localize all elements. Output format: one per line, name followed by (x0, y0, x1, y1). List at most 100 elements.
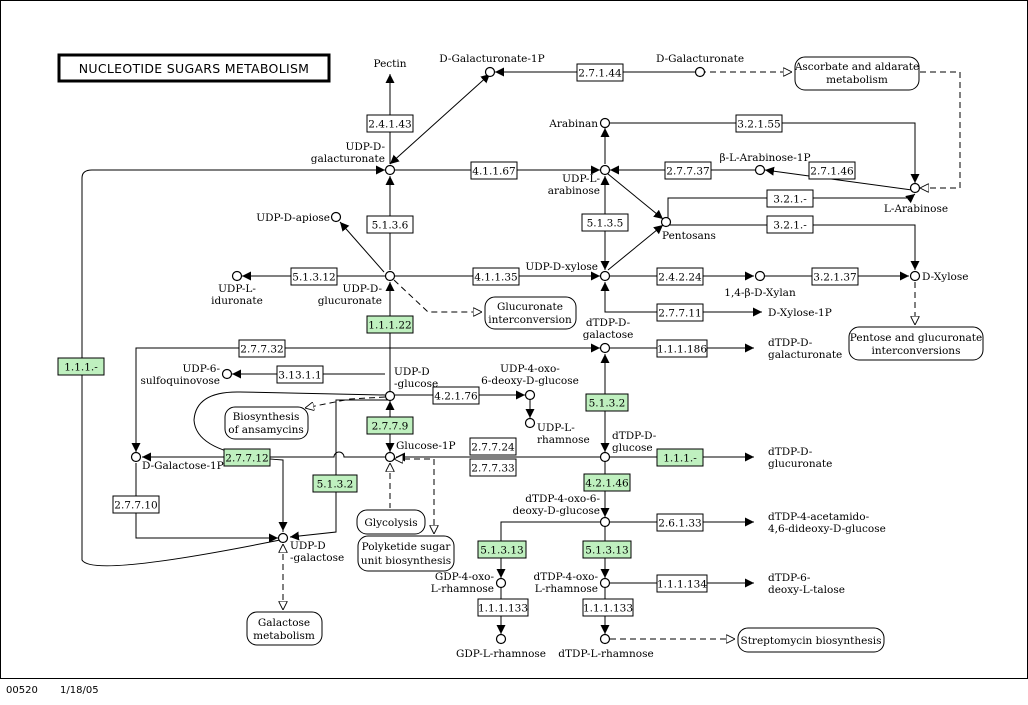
compound-dtdp-d-galactose[interactable] (599, 342, 611, 354)
label-udp-d-xylose: UDP-D-xylose (525, 261, 598, 273)
enzyme-1-1-1-134[interactable] (656, 574, 708, 593)
enzyme-2-7-7-37[interactable] (664, 161, 712, 180)
enzyme-3-2-1-37-label: 3.2.1.37 (813, 272, 856, 284)
enzyme-1-1-1-133-a-label: 1.1.1.133 (478, 603, 528, 615)
enzyme-3-2-1-a[interactable] (766, 189, 814, 208)
map-glucuronate-interconversion[interactable] (484, 296, 577, 330)
compound-d-galacturonate-1p[interactable] (484, 66, 496, 78)
enzyme-2-7-7-11[interactable] (656, 303, 704, 322)
compound-udp-d-galactose[interactable] (277, 532, 289, 544)
enzyme-5-1-3-2-top[interactable] (585, 393, 629, 412)
compound-gdp-4-oxo-l-rhamnose[interactable] (495, 577, 507, 589)
link-glc1p-polyketide (394, 459, 434, 534)
label-gdp-4-oxo-1: GDP-4-oxo- (435, 571, 495, 583)
enzyme-3-13-1-1[interactable] (276, 365, 324, 384)
enzyme-1-1-1-22[interactable] (366, 315, 414, 334)
enzyme-2-4-1-43[interactable] (366, 114, 414, 133)
compound-dtdp-d-glucose[interactable] (599, 451, 611, 463)
label-udp-l-arabinose-2: arabinose (548, 185, 600, 197)
map-galactose-label-1: Galactose (258, 617, 310, 629)
compound-gdp-l-rhamnose[interactable] (495, 633, 507, 645)
compound-pentosans[interactable] (660, 216, 672, 228)
map-glycolysis-label: Glycolysis (364, 517, 417, 529)
enzyme-1-1-1-186[interactable] (656, 339, 708, 358)
map-streptomycin[interactable] (737, 627, 885, 653)
enzyme-2-7-7-12[interactable] (223, 448, 271, 467)
compound-dtdp-l-rhamnose[interactable] (599, 633, 611, 645)
compound-glucose-1p[interactable] (384, 451, 396, 463)
map-ansamycins[interactable] (224, 406, 309, 440)
enzyme-5-1-3-13-a-label: 5.1.3.13 (480, 545, 523, 557)
compound-l-arabinose[interactable] (909, 182, 921, 194)
enzyme-2-7-1-44-label: 2.7.1.44 (578, 68, 622, 80)
enzyme-3-2-1-b[interactable] (766, 215, 814, 234)
label-udp-l-iduronate-1: UDP-L- (218, 283, 256, 295)
map-glycolysis[interactable] (356, 509, 426, 535)
compound-udp-d-glucose[interactable] (384, 390, 396, 402)
enzyme-5-1-3-5[interactable] (581, 213, 629, 232)
reaction-galactose1p-dtdpgal (131, 343, 600, 452)
enzyme-4-2-1-46[interactable] (583, 473, 631, 492)
enzyme-5-1-3-2-bot[interactable] (312, 474, 358, 493)
compound-udp-6-sulfoquinovose[interactable] (221, 368, 233, 380)
enzyme-4-1-1-67[interactable] (470, 161, 518, 180)
compound-arabinan[interactable] (599, 117, 611, 129)
map-pentose-glucuronate[interactable] (848, 326, 984, 361)
map-galactose-metabolism[interactable] (246, 611, 323, 646)
compound-udp-l-rhamnose[interactable] (524, 417, 536, 429)
label-glucose-1p: Glucose-1P (396, 440, 456, 452)
label-udp-d-glucuronate-2: glucuronate (318, 295, 382, 307)
enzyme-5-1-3-13-b[interactable] (582, 540, 632, 559)
enzyme-1-1-1-133-b[interactable] (582, 598, 634, 617)
label-udp-d-glucuronate-1: UDP-D- (343, 283, 383, 295)
compound-udp-d-galacturonate[interactable] (384, 164, 396, 176)
enzyme-5-1-3-12[interactable] (290, 267, 338, 286)
map-glucuronate-label-1: Glucuronate (497, 301, 563, 313)
compound-udp-l-arabinose[interactable] (599, 164, 611, 176)
compound-d-galactose-1p[interactable] (130, 451, 142, 463)
enzyme-5-1-3-6[interactable] (366, 215, 414, 234)
enzyme-1-1-1-dtdp[interactable] (656, 448, 704, 467)
enzyme-3-2-1-37[interactable] (811, 267, 859, 286)
map-pentose-label-1: Pentose and glucuronate (850, 332, 982, 344)
compound-b-l-arabinose-1p[interactable] (754, 164, 766, 176)
enzyme-2-7-7-32[interactable] (238, 339, 286, 358)
enzyme-2-7-1-46[interactable] (808, 161, 856, 180)
enzyme-1-1-1-133-a[interactable] (477, 598, 529, 617)
compound-udp-d-apiose[interactable] (330, 211, 342, 223)
label-udp-4-oxo-2: 6-deoxy-D-glucose (481, 375, 579, 387)
compound-udp-4-oxo-6-deoxy-glucose[interactable] (524, 389, 536, 401)
map-polyketide[interactable] (357, 535, 455, 572)
enzyme-2-7-7-11-label: 2.7.7.11 (658, 308, 701, 320)
enzyme-2-7-7-10[interactable] (112, 495, 160, 514)
enzyme-2-6-1-33[interactable] (656, 513, 704, 532)
compound-xylan[interactable] (754, 270, 766, 282)
compound-d-xylose[interactable] (909, 270, 921, 282)
enzyme-1-1-1-134-label: 1.1.1.134 (657, 579, 707, 591)
enzyme-3-2-1-55[interactable] (735, 114, 783, 133)
map-ascorbate[interactable] (794, 56, 920, 91)
enzyme-2-7-1-44[interactable] (576, 63, 624, 82)
compound-d-galacturonate[interactable] (694, 66, 706, 78)
compound-udp-l-iduronate[interactable] (231, 270, 243, 282)
label-dtdp-d-galactose-2: galactose (583, 329, 634, 341)
label-dtdp-d-glucose-2: glucose (612, 442, 653, 454)
enzyme-4-2-1-76[interactable] (432, 386, 480, 405)
enzyme-2-7-7-9[interactable] (366, 416, 414, 435)
reaction-dtdp4oxo-gdp4oxo (496, 521, 600, 578)
enzyme-1-1-1-left[interactable] (57, 357, 105, 376)
enzyme-2-7-7-24[interactable] (469, 437, 517, 456)
enzyme-2-6-1-33-label: 2.6.1.33 (658, 518, 701, 530)
label-d-galactose-1p: D-Galactose-1P (142, 460, 224, 472)
compound-udp-d-xylose[interactable] (599, 270, 611, 282)
enzyme-4-1-1-35[interactable] (472, 267, 520, 286)
compound-dtdp-4-oxo-6-deoxy-glucose[interactable] (599, 516, 611, 528)
reaction-udpgal-udpgalua (81, 165, 385, 567)
compound-dtdp-4-oxo-l-rhamnose[interactable] (599, 577, 611, 589)
label-dtdp-d-galacturonate-2: galacturonate (768, 349, 842, 361)
enzyme-2-7-7-33[interactable] (469, 458, 517, 477)
compound-udp-d-glucuronate[interactable] (384, 270, 396, 282)
enzyme-2-4-2-24[interactable] (656, 267, 704, 286)
enzyme-3-2-1-a-label: 3.2.1.- (773, 194, 807, 206)
enzyme-5-1-3-13-a[interactable] (477, 540, 527, 559)
